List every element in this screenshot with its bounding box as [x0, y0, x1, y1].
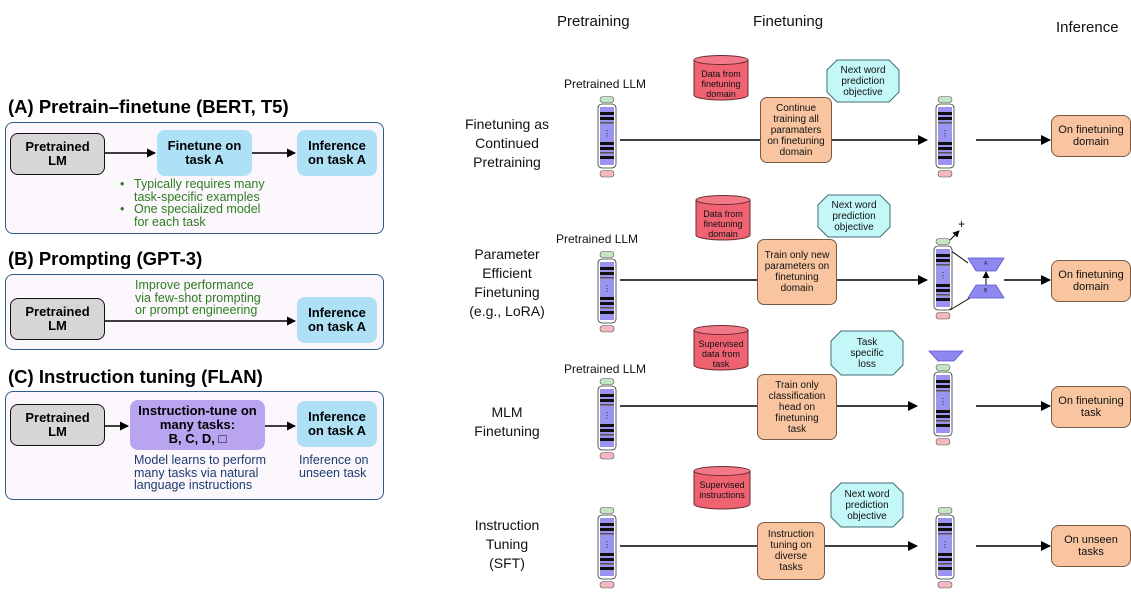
section-c-title: (C) Instruction tuning (FLAN): [8, 366, 263, 387]
prompting-note: Improve performance via few-shot prompti…: [135, 278, 261, 317]
header-inference: Inference: [1056, 19, 1119, 36]
inference-output-box: On finetuning task: [1051, 386, 1131, 428]
row-label-sft: Instruction Tuning (SFT): [474, 517, 540, 571]
objective-label: Next word prediction objective: [831, 199, 877, 233]
adapter-b-label: B: [984, 288, 988, 294]
process-box: Instruction tuning on diverse tasks: [757, 522, 825, 580]
row-label-continued-pretraining: Finetuning as Continued Pretraining: [464, 116, 550, 170]
header-finetuning: Finetuning: [753, 13, 824, 30]
inference-output-box: On finetuning domain: [1051, 115, 1131, 157]
data-cylinder: Supervised data from task: [693, 325, 749, 371]
lora-adapter-icon: [967, 257, 1005, 299]
instruction-tuning-note: Model learns to perform many tasks via n…: [134, 453, 267, 492]
svg-text:⋮: ⋮: [939, 271, 947, 280]
objective-octagon: Next word prediction objective: [830, 482, 904, 528]
svg-text:⋮: ⋮: [941, 129, 949, 138]
pretrained-llm-label: Pretrained LLM: [556, 232, 639, 246]
objective-label: Task specific loss: [850, 336, 884, 370]
process-box: Train only new parameters on finetuning …: [757, 239, 837, 305]
llm-model-icon: ⋮: [597, 507, 617, 589]
llm-model-icon: ⋮: [597, 251, 617, 333]
plus-sign: +: [958, 217, 966, 231]
objective-label: Next word prediction objective: [844, 488, 890, 522]
llm-model-icon: ⋮: [933, 364, 953, 446]
pretrained-lm-box-b: Pretrained LM: [10, 298, 105, 340]
svg-text:⋮: ⋮: [603, 284, 611, 293]
left-arrows: [105, 148, 296, 431]
data-label: Supervised instructions: [699, 480, 745, 500]
inference-output-box: On unseen tasks: [1051, 525, 1131, 567]
objective-label: Next word prediction objective: [840, 64, 886, 98]
data-label: Data from finetuning domain: [703, 209, 743, 239]
data-label: Data from finetuning domain: [701, 69, 741, 99]
unseen-task-note: Inference on unseen task: [299, 453, 369, 480]
inference-task-a-box-a: Inference on task A: [297, 130, 377, 176]
process-box: Train only classification head on finetu…: [757, 374, 837, 440]
inference-task-a-box-b: Inference on task A: [297, 297, 377, 343]
pretrained-lm-box-a: Pretrained LM: [10, 133, 105, 175]
svg-text:⋮: ⋮: [941, 540, 949, 549]
data-cylinder: Data from finetuning domain: [693, 55, 749, 101]
section-b-title: (B) Prompting (GPT-3): [8, 248, 203, 269]
inference-output-box: On finetuning domain: [1051, 260, 1131, 302]
instruction-tune-box: Instruction-tune on many tasks: B, C, D,…: [130, 400, 265, 450]
adapter-a-label: A: [984, 261, 988, 267]
section-a-bullets: Typically requires many task-specific ex…: [116, 178, 265, 228]
header-pretraining: Pretraining: [557, 13, 630, 30]
objective-octagon: Task specific loss: [830, 330, 904, 376]
process-box: Continue training all paramaters on fine…: [760, 97, 832, 163]
pretrained-llm-label: Pretrained LLM: [564, 77, 647, 91]
llm-model-icon: ⋮: [933, 238, 953, 320]
objective-octagon: Next word prediction objective: [817, 194, 891, 238]
pretrained-lm-box-c: Pretrained LM: [10, 404, 105, 446]
row-label-mlm: MLM Finetuning: [474, 404, 540, 439]
svg-text:⋮: ⋮: [603, 129, 611, 138]
bullet-item: Typically requires many task-specific ex…: [120, 178, 265, 203]
data-cylinder: Data from finetuning domain: [695, 195, 751, 241]
classification-head-icon: [928, 350, 964, 362]
llm-model-icon: ⋮: [935, 507, 955, 589]
svg-text:⋮: ⋮: [603, 540, 611, 549]
section-a-title: (A) Pretrain–finetune (BERT, T5): [8, 96, 289, 117]
finetune-task-a-box: Finetune on task A: [157, 130, 252, 176]
llm-model-icon: ⋮: [597, 96, 617, 178]
svg-text:⋮: ⋮: [939, 397, 947, 406]
data-cylinder: Supervised instructions: [693, 466, 751, 510]
svg-text:⋮: ⋮: [603, 411, 611, 420]
pretrained-llm-label: Pretrained LLM: [564, 362, 647, 376]
bullet-item: One specialized model for each task: [120, 203, 265, 228]
objective-octagon: Next word prediction objective: [826, 59, 900, 103]
inference-task-a-box-c: Inference on task A: [297, 401, 377, 447]
row-label-peft: Parameter Efficient Finetuning (e.g., Lo…: [469, 246, 545, 319]
llm-model-icon: ⋮: [597, 378, 617, 460]
llm-model-icon: ⋮: [935, 96, 955, 178]
data-label: Supervised data from task: [698, 339, 744, 369]
